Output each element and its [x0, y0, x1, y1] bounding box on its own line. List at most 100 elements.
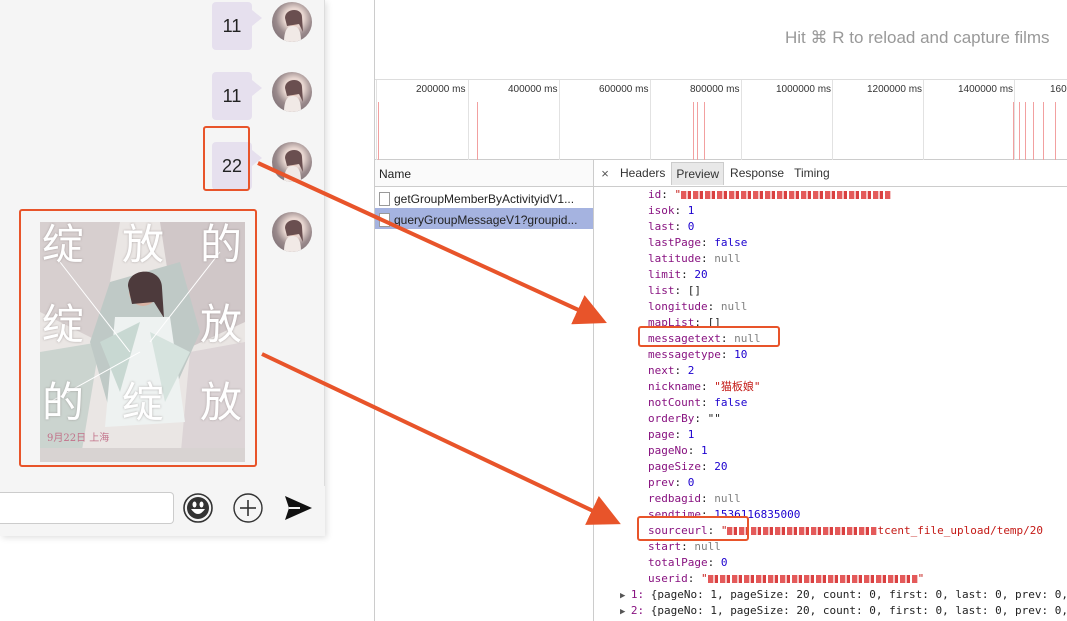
- request-marker: [378, 102, 379, 160]
- property-value: ": [674, 188, 682, 201]
- avatar-image-icon: [284, 79, 303, 112]
- tick-line: [468, 80, 469, 160]
- json-property: nickname: "猫板娘": [648, 380, 761, 393]
- avatar-image-icon: [284, 149, 303, 182]
- json-property: isok: 1: [648, 204, 695, 217]
- request-marker: [693, 102, 694, 160]
- timeline-tick: 400000 ms: [508, 84, 558, 95]
- property-key: totalPage: [648, 556, 708, 569]
- json-property: lastPage: false: [648, 236, 748, 249]
- json-property: pageNo: 1: [648, 444, 708, 457]
- chat-input-row: [0, 486, 325, 536]
- tick-line: [741, 80, 742, 160]
- request-detail: × Headers Preview Response Timing id: "i…: [594, 160, 1067, 621]
- message-bubble[interactable]: 22: [212, 142, 262, 190]
- property-key: nickname: [648, 380, 701, 393]
- property-key: latitude: [648, 252, 701, 265]
- poster-text: 的: [42, 378, 85, 427]
- property-key: limit: [648, 268, 682, 281]
- array-summary-row[interactable]: ▶ 2: {pageNo: 1, pageSize: 20, count: 0,…: [620, 603, 1067, 619]
- request-name: queryGroupMessageV1?groupid...: [394, 213, 578, 227]
- message-text: 11: [222, 15, 242, 36]
- json-property: next: 2: [648, 364, 695, 377]
- json-property: orderBy: "": [648, 412, 721, 425]
- avatar-image-icon: [284, 9, 303, 42]
- json-property: pageSize: 20: [648, 460, 728, 473]
- property-key: list: [648, 284, 675, 297]
- avatar[interactable]: [272, 2, 312, 42]
- expand-triangle-icon[interactable]: ▶: [620, 607, 631, 617]
- avatar[interactable]: [272, 72, 312, 112]
- name-column-header[interactable]: Name: [375, 160, 593, 187]
- request-marker: [1025, 102, 1026, 160]
- request-row-selected[interactable]: queryGroupMessageV1?groupid...: [375, 208, 593, 229]
- redacted-value: [681, 191, 892, 199]
- property-key: pageNo: [648, 444, 688, 457]
- property-key: prev: [648, 476, 675, 489]
- json-property: messagetype: 10: [648, 348, 748, 361]
- property-value: []: [687, 284, 701, 297]
- tick-line: [832, 80, 833, 160]
- poster-footer: [40, 448, 245, 462]
- property-value-suffix: tcent_file_upload/temp/20: [877, 524, 1044, 537]
- expand-triangle-icon[interactable]: ▶: [620, 591, 631, 601]
- property-key: lastPage: [648, 236, 701, 249]
- file-icon: [379, 192, 390, 206]
- property-key: mapList: [648, 316, 695, 329]
- avatar-image-icon: [284, 219, 303, 252]
- property-value: 0: [720, 556, 728, 569]
- send-icon[interactable]: [282, 492, 314, 524]
- property-key: pageSize: [648, 460, 701, 473]
- timeline-tick: 1200000 ms: [867, 84, 923, 95]
- file-icon: [379, 213, 390, 227]
- tick-line: [650, 80, 651, 160]
- json-property: userid: "": [648, 572, 925, 585]
- array-index: 2:: [630, 604, 645, 617]
- tick-line: [923, 80, 924, 160]
- message-bubble[interactable]: 11: [212, 72, 262, 120]
- poster-image-message[interactable]: 绽 放 的 绽 放 的 绽 放 9月22日 上海: [40, 222, 245, 462]
- property-key: notCount: [648, 396, 701, 409]
- array-index: 1:: [630, 588, 645, 601]
- message-input[interactable]: [0, 492, 174, 524]
- property-key: userid: [648, 572, 688, 585]
- json-property: sourceurl: "tcent_file_upload/temp/20: [648, 524, 1044, 537]
- emoji-icon[interactable]: [182, 492, 214, 524]
- redacted-value: [727, 527, 878, 535]
- timeline-tick: 600000 ms: [599, 84, 649, 95]
- tab-headers[interactable]: Headers: [620, 166, 666, 180]
- add-icon[interactable]: [232, 492, 264, 524]
- json-property: mapList: []: [648, 316, 721, 329]
- property-value: ": [701, 572, 708, 585]
- json-property: redbagid: null: [648, 492, 741, 505]
- request-row[interactable]: getGroupMemberByActivityidV1...: [375, 187, 593, 208]
- json-property: limit: 20: [648, 268, 708, 281]
- close-icon[interactable]: ×: [601, 165, 609, 181]
- annotation-box: [638, 326, 780, 347]
- property-value: "": [707, 412, 721, 425]
- poster-text: 放: [200, 300, 243, 349]
- json-property: longitude: null: [648, 300, 748, 313]
- timeline-tick: 200000 ms: [416, 84, 466, 95]
- property-value: 10: [734, 348, 748, 361]
- array-summary-row[interactable]: ▶ 1: {pageNo: 1, pageSize: 20, count: 0,…: [620, 587, 1067, 603]
- property-value: 1: [687, 204, 695, 217]
- property-value: null: [714, 252, 741, 265]
- tab-timing[interactable]: Timing: [794, 166, 830, 180]
- annotation-box: [203, 126, 250, 191]
- timeline-tick: 800000 ms: [690, 84, 740, 95]
- network-timeline[interactable]: 200000 ms 400000 ms 600000 ms 800000 ms …: [375, 79, 1067, 160]
- property-value: null: [694, 540, 721, 553]
- json-property: messagetext: null: [648, 332, 761, 345]
- avatar[interactable]: [272, 142, 312, 182]
- property-key: id: [648, 188, 662, 201]
- avatar[interactable]: [272, 212, 312, 252]
- poster-date: 9月22日 上海: [47, 433, 110, 444]
- tick-line: [559, 80, 560, 160]
- message-bubble[interactable]: 11: [212, 2, 262, 50]
- tab-response[interactable]: Response: [730, 166, 785, 180]
- property-key: messagetext: [648, 332, 721, 345]
- tab-preview[interactable]: Preview: [671, 161, 725, 185]
- poster-text: 绽: [42, 222, 85, 269]
- property-value: 1: [701, 444, 708, 457]
